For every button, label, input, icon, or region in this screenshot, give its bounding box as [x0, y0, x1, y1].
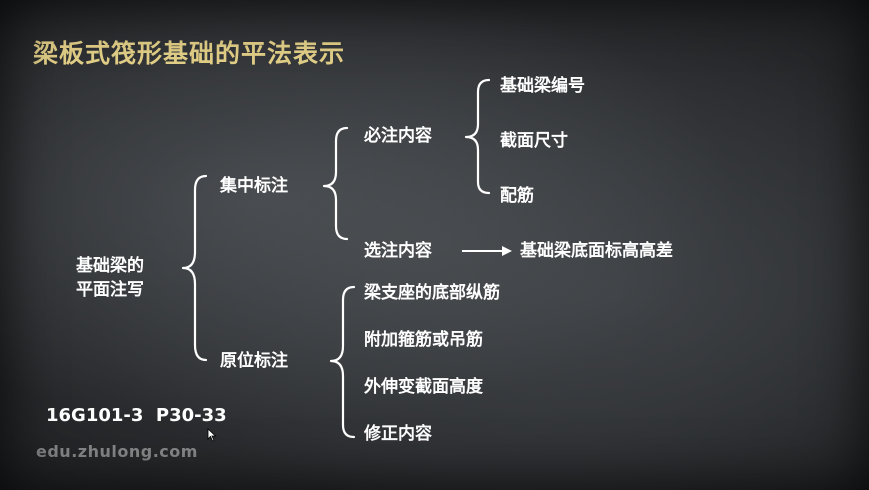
inplace-item-correction: 修正内容 [364, 424, 432, 444]
centralized-annotation-label: 集中标注 [220, 176, 288, 196]
mouse-cursor-icon [207, 428, 217, 442]
inplace-item-overhang-depth: 外伸变截面高度 [364, 377, 483, 397]
inplace-item-bottom-bars: 梁支座的底部纵筋 [364, 283, 500, 303]
centralized-brace [322, 126, 349, 241]
mandatory-item-beam-number: 基础梁编号 [500, 76, 585, 96]
root-brace [181, 174, 208, 362]
code-reference: 16G101-3 P30-33 [46, 405, 227, 426]
optional-content-label: 选注内容 [364, 241, 432, 261]
mandatory-content-label: 必注内容 [364, 126, 432, 146]
inplace-item-additional-stirrups: 附加箍筋或吊筋 [364, 330, 483, 350]
root-label-line2: 平面注写 [76, 280, 144, 300]
inplace-annotation-label: 原位标注 [220, 351, 288, 371]
optional-arrow-head [502, 246, 512, 256]
mandatory-item-reinforcement: 配筋 [500, 186, 534, 206]
slide-title: 梁板式筏形基础的平法表示 [33, 39, 346, 68]
mandatory-item-section-size: 截面尺寸 [500, 131, 568, 151]
root-label-line1: 基础梁的 [76, 256, 144, 276]
optional-item-elevation-difference: 基础梁底面标高高差 [520, 241, 673, 261]
site-watermark: edu.zhulong.com [36, 442, 198, 461]
inplace-brace [329, 285, 356, 439]
mandatory-brace [464, 78, 491, 195]
